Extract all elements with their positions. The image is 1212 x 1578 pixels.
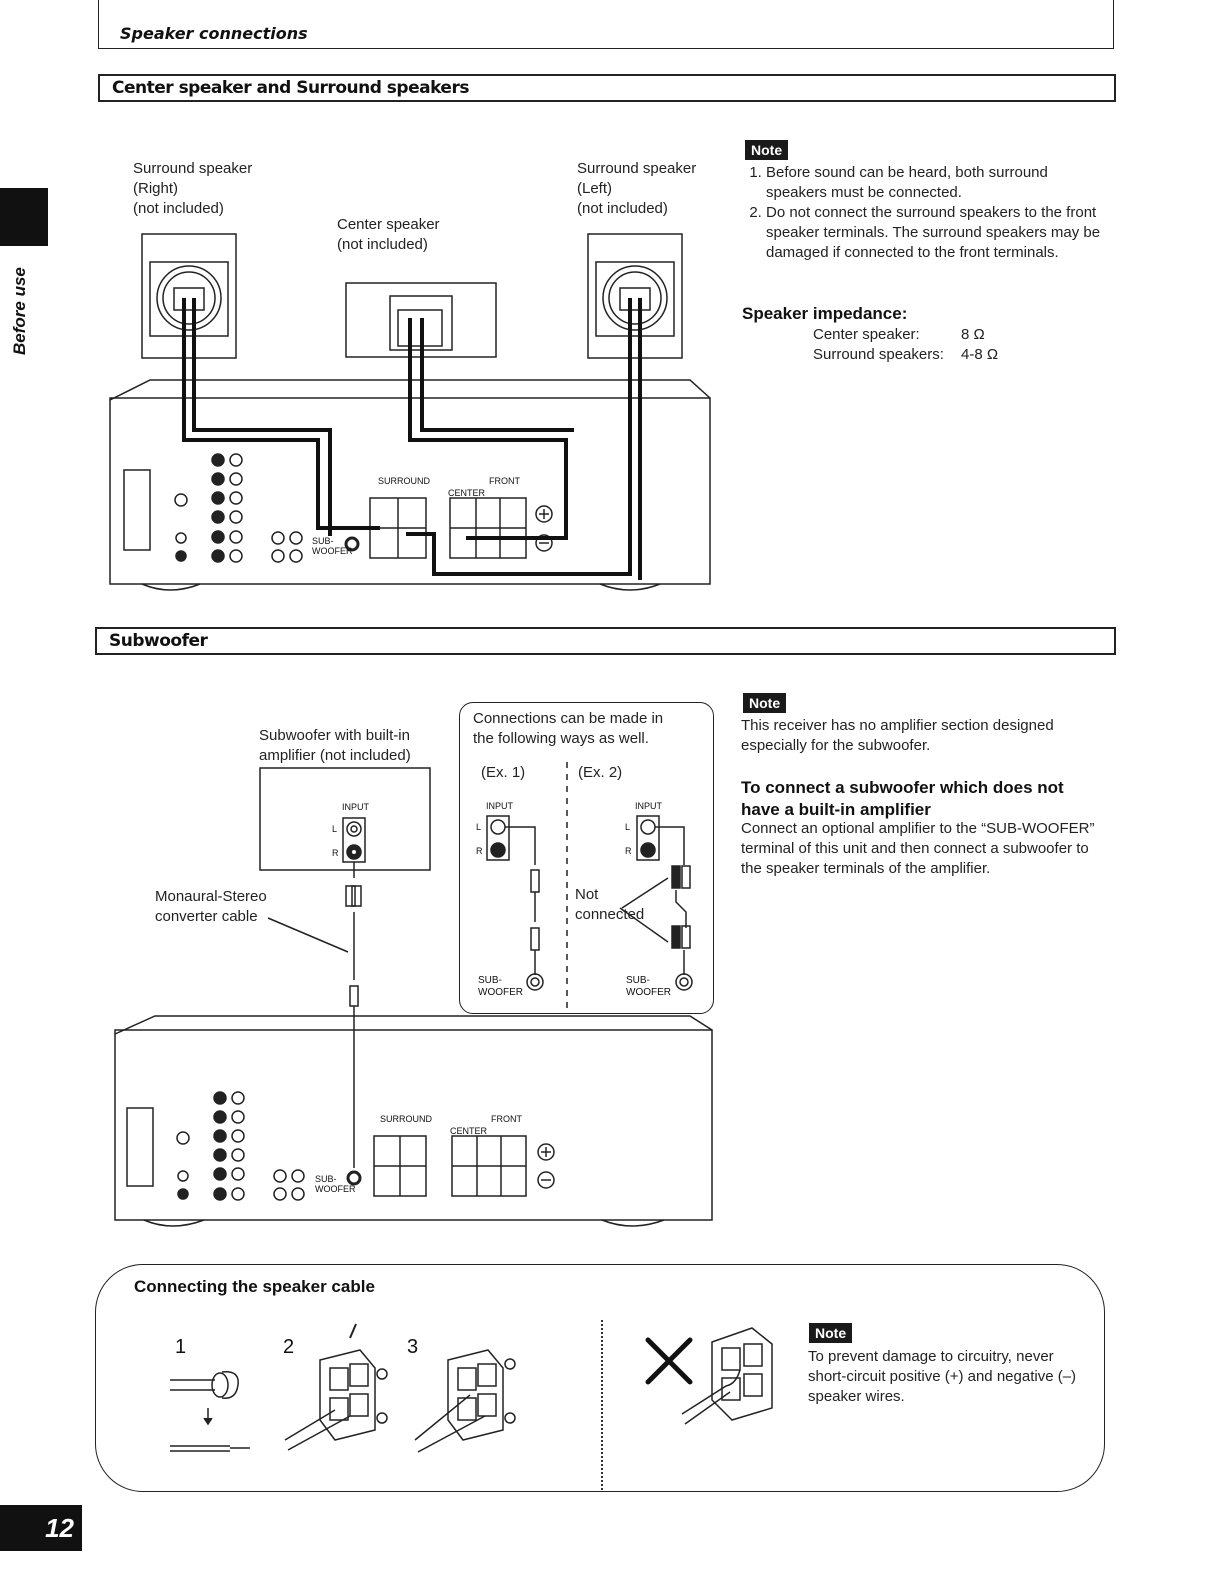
surround-left-label: Surround speaker (Left) (not included) [577, 160, 697, 217]
alternative-connections-callout [459, 702, 714, 1014]
note-item: Before sound can be heard, both surround… [766, 163, 1110, 203]
impedance-table: Center speaker:8 Ω Surround speakers:4-8… [813, 325, 1073, 365]
section-title: Subwoofer [109, 631, 208, 651]
note-badge: Note [745, 140, 789, 160]
ex2-l-label: L [625, 822, 631, 832]
side-tab-marker [0, 188, 48, 246]
example-2-label: (Ex. 2) [578, 764, 623, 781]
short-circuit-warning-illustration [645, 1327, 773, 1425]
impedance-row: Center speaker:8 Ω [813, 326, 985, 343]
impedance-row: Surround speakers:4-8 Ω [813, 346, 999, 363]
panel-center-label: CENTER [448, 488, 486, 498]
speaker-connection-diagram [109, 233, 711, 591]
subwoofer-connection-diagram [114, 762, 713, 1227]
surround-speaker-right [141, 233, 237, 359]
input-l-label: L [332, 824, 338, 834]
panel-center-label: CENTER [450, 1126, 488, 1136]
no-amp-text: Connect an optional amplifier to the “SU… [741, 820, 1095, 877]
input-r-label: R [332, 848, 339, 858]
panel-front-label: FRONT [491, 1114, 522, 1124]
not-connected-label: Not connected [575, 886, 645, 923]
note-badge: Note [743, 693, 787, 713]
running-header: Speaker connections [120, 24, 308, 43]
note-list: Before sound can be heard, both surround… [742, 163, 1110, 263]
speaker-cables [182, 298, 642, 580]
panel-surround-label: SURROUND [378, 476, 431, 486]
ex1-l-label: L [476, 822, 482, 832]
surround-speaker-left [587, 233, 683, 359]
cable-instructions-box [95, 1264, 1105, 1492]
section-title: Center speaker and Surround speakers [112, 78, 469, 98]
callout-text: Connections can be made in the following… [473, 710, 664, 747]
step-number: 2 [283, 1336, 295, 1358]
step-number: 3 [407, 1336, 419, 1358]
short-circuit-note: To prevent damage to circuitry, never sh… [808, 1348, 1077, 1405]
panel-subwoofer-label: SUB-WOOFER [312, 536, 353, 556]
running-header-frame [98, 0, 1114, 49]
example-1-label: (Ex. 1) [481, 764, 526, 781]
impedance-heading: Speaker impedance: [742, 304, 908, 323]
section-title-bar: Subwoofer [95, 627, 1116, 655]
note-text: This receiver has no amplifier section d… [741, 717, 1054, 754]
vertical-divider [601, 1320, 603, 1490]
ex1-r-label: R [476, 846, 483, 856]
page-number: 12 [0, 1505, 82, 1551]
ex1-input-label: INPUT [486, 801, 513, 811]
no-amp-heading: To connect a subwoofer which does not ha… [741, 778, 1064, 819]
panel-front-label: FRONT [489, 476, 520, 486]
panel-surround-label: SURROUND [380, 1114, 433, 1124]
ex2-input-label: INPUT [635, 801, 662, 811]
section-title-bar: Center speaker and Surround speakers [98, 74, 1116, 102]
step-number: 1 [175, 1336, 187, 1358]
converter-cable-label: Monaural-Stereo converter cable [155, 888, 267, 925]
ex1-subwoofer-label: SUB-WOOFER [478, 975, 523, 998]
panel-subwoofer-label: SUB-WOOFER [315, 1174, 356, 1194]
ex2-subwoofer-label: SUB-WOOFER [626, 975, 671, 998]
center-speaker-label: Center speaker (not included) [337, 216, 440, 253]
note-badge: Note [809, 1323, 853, 1343]
cable-steps-illustration [170, 1323, 516, 1453]
cable-box-title: Connecting the speaker cable [134, 1277, 375, 1296]
input-label: INPUT [342, 802, 369, 812]
ex2-r-label: R [625, 846, 632, 856]
surround-right-label: Surround speaker (Right) (not included) [133, 160, 253, 217]
note-item: Do not connect the surround speakers to … [766, 203, 1110, 263]
subwoofer-unit-label: Subwoofer with built-in amplifier (not i… [259, 727, 411, 764]
